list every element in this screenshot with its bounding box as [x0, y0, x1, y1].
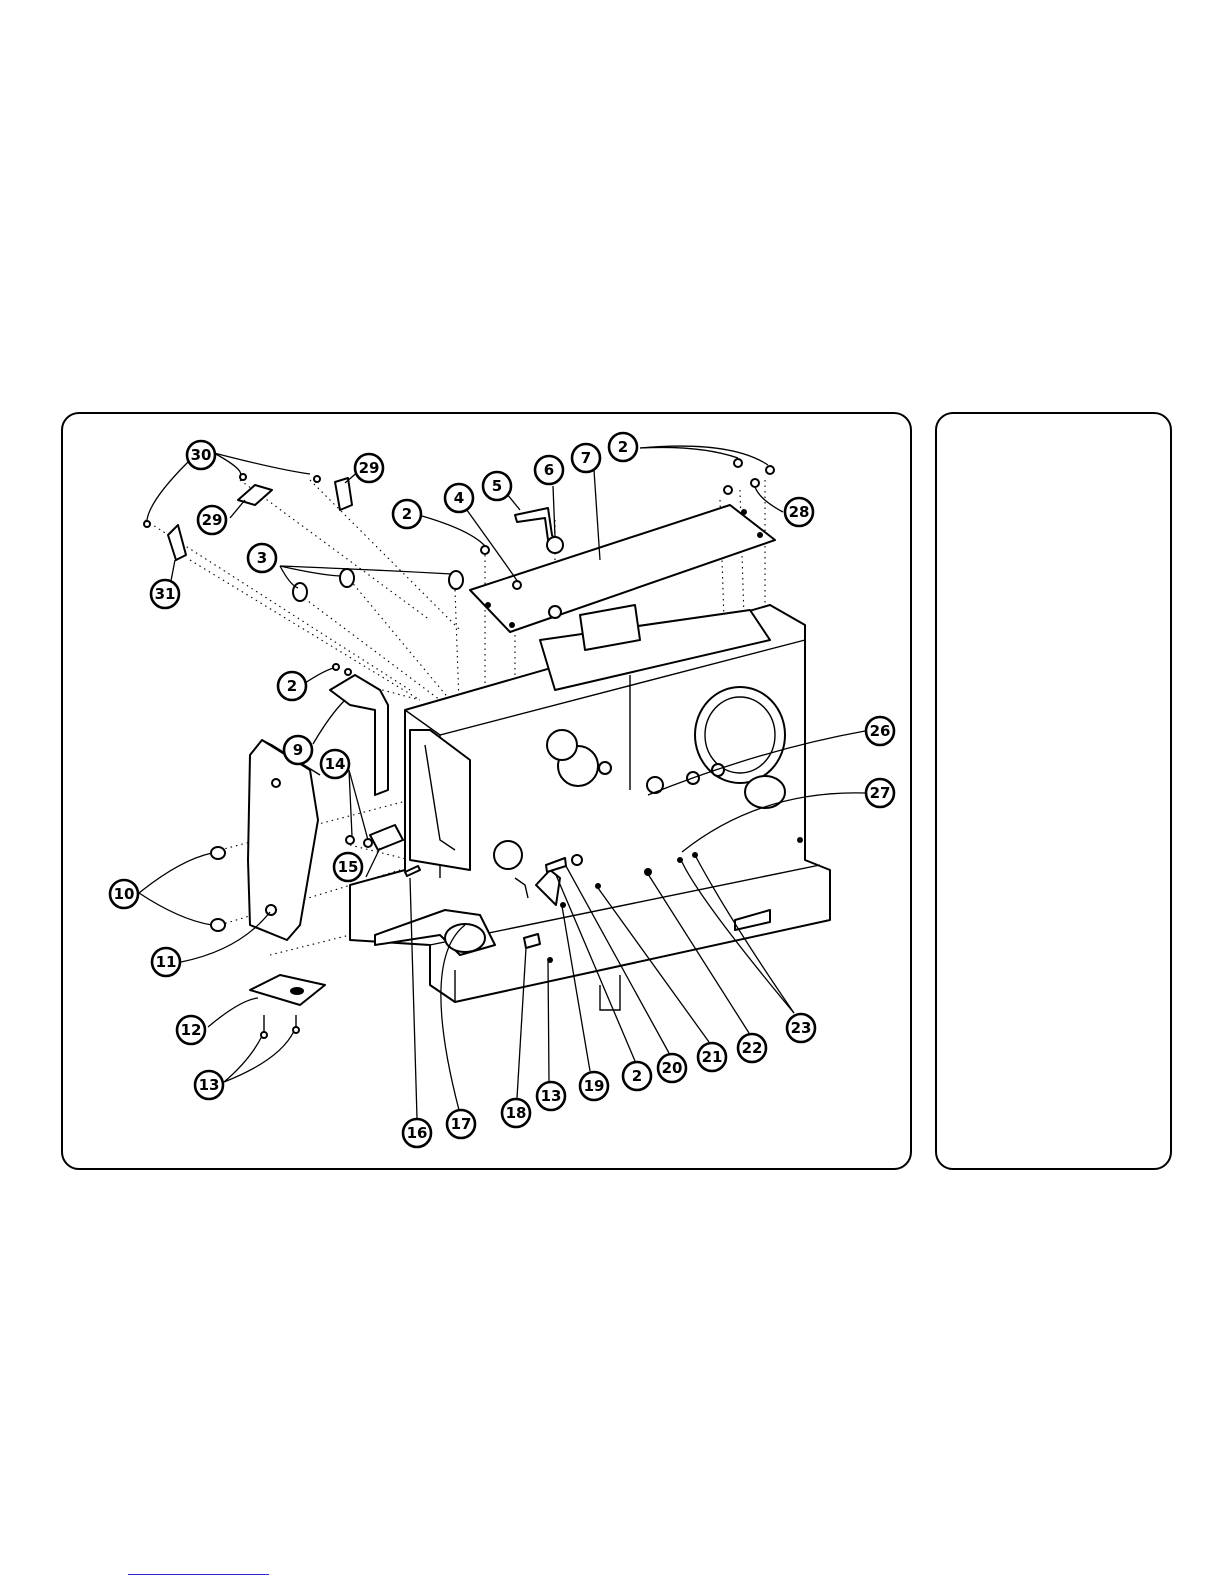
callout-17: 17 — [447, 1110, 475, 1138]
callout-3: 3 — [248, 544, 276, 572]
svg-text:28: 28 — [789, 503, 810, 521]
machine-body — [350, 605, 830, 1010]
callout-26: 26 — [866, 717, 894, 745]
svg-text:5: 5 — [492, 477, 502, 495]
callout-15: 15 — [334, 853, 362, 881]
callout-27: 27 — [866, 779, 894, 807]
callout-29: 29 — [355, 454, 383, 482]
callout-2: 2 — [623, 1062, 651, 1090]
callout-10: 10 — [110, 880, 138, 908]
svg-text:22: 22 — [742, 1039, 763, 1057]
svg-text:27: 27 — [870, 784, 891, 802]
callout-18: 18 — [502, 1099, 530, 1127]
svg-text:13: 13 — [199, 1076, 220, 1094]
callout-6: 6 — [535, 456, 563, 484]
callout-13: 13 — [537, 1082, 565, 1110]
callout-16: 16 — [403, 1119, 431, 1147]
callout-9: 9 — [284, 736, 312, 764]
svg-text:21: 21 — [702, 1048, 723, 1066]
callout-20: 20 — [658, 1054, 686, 1082]
callout-4: 4 — [445, 484, 473, 512]
callout-2: 2 — [609, 433, 637, 461]
svg-text:29: 29 — [359, 459, 380, 477]
svg-text:31: 31 — [155, 585, 176, 603]
callout-31: 31 — [151, 580, 179, 608]
callout-11: 11 — [152, 948, 180, 976]
callout-28: 28 — [785, 498, 813, 526]
svg-text:2: 2 — [632, 1067, 642, 1085]
svg-text:3: 3 — [257, 549, 267, 567]
svg-text:29: 29 — [202, 511, 223, 529]
svg-text:15: 15 — [338, 858, 359, 876]
svg-text:17: 17 — [451, 1115, 472, 1133]
svg-text:2: 2 — [618, 438, 628, 456]
callout-23: 23 — [787, 1014, 815, 1042]
svg-text:7: 7 — [581, 449, 591, 467]
svg-text:9: 9 — [293, 741, 303, 759]
callout-21: 21 — [698, 1043, 726, 1071]
svg-text:13: 13 — [541, 1087, 562, 1105]
svg-text:12: 12 — [181, 1021, 202, 1039]
svg-text:2: 2 — [402, 505, 412, 523]
svg-text:16: 16 — [407, 1124, 428, 1142]
callout-30: 30 — [187, 441, 215, 469]
svg-text:30: 30 — [191, 446, 212, 464]
callout-2: 2 — [278, 672, 306, 700]
svg-text:18: 18 — [506, 1104, 527, 1122]
callout-12: 12 — [177, 1016, 205, 1044]
callout-5: 5 — [483, 472, 511, 500]
svg-text:19: 19 — [584, 1077, 605, 1095]
svg-text:2: 2 — [287, 677, 297, 695]
svg-text:26: 26 — [870, 722, 891, 740]
svg-text:20: 20 — [662, 1059, 683, 1077]
svg-text:4: 4 — [454, 489, 464, 507]
callout-13: 13 — [195, 1071, 223, 1099]
callout-14: 14 — [321, 750, 349, 778]
callout-22: 22 — [738, 1034, 766, 1062]
svg-text:10: 10 — [114, 885, 135, 903]
svg-text:6: 6 — [544, 461, 554, 479]
callout-29: 29 — [198, 506, 226, 534]
callout-2: 2 — [393, 500, 421, 528]
face-plate — [248, 740, 320, 940]
svg-text:14: 14 — [325, 755, 346, 773]
callout-19: 19 — [580, 1072, 608, 1100]
footer-link-underline[interactable] — [128, 1574, 269, 1575]
callout-7: 7 — [572, 444, 600, 472]
svg-text:11: 11 — [156, 953, 177, 971]
svg-text:23: 23 — [791, 1019, 812, 1037]
